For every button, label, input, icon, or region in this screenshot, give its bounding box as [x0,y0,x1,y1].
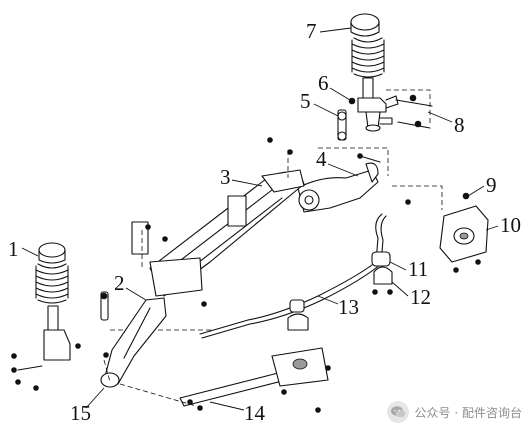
mount-bracket-10 [392,185,489,273]
callout-numbers: 1 2 3 4 5 6 7 8 9 10 11 12 13 14 15 [8,19,521,425]
watermark: 公众号 · 配件咨询台 [386,401,522,423]
callout-12: 12 [410,285,431,309]
lower-control-arm-4 [297,147,389,213]
left-strut-assembly [11,242,81,391]
leader-lines [21,27,499,411]
callout-6: 6 [318,71,329,95]
stabilizer-link-5 [337,109,347,141]
callout-9: 9 [486,173,497,197]
left-stabilizer-link [100,291,109,321]
callout-4: 4 [316,147,327,171]
callout-15: 15 [70,401,91,425]
callout-11: 11 [408,257,428,281]
coil-spring-left [35,263,69,304]
callout-8: 8 [454,113,465,137]
right-strut-assembly [350,13,399,132]
watermark-text: 公众号 · 配件咨询台 [414,405,522,420]
bushing-clamp-center [287,299,309,331]
callout-2: 2 [114,271,125,295]
callout-1: 1 [8,237,19,261]
callout-3: 3 [220,165,231,189]
coil-spring-right [351,37,385,78]
lower-link-14 [119,347,331,413]
callout-14: 14 [244,401,266,425]
strut-bolts [386,89,433,129]
subframe-3 [131,137,305,307]
callout-13: 13 [338,295,359,319]
wechat-bubble-icon [386,401,409,423]
callout-7: 7 [306,19,317,43]
callout-10: 10 [500,213,521,237]
callout-5: 5 [300,89,311,113]
nut-6 [348,97,356,105]
bushing-clamp-11-12 [371,251,393,295]
trailing-arm-2 [100,297,167,388]
